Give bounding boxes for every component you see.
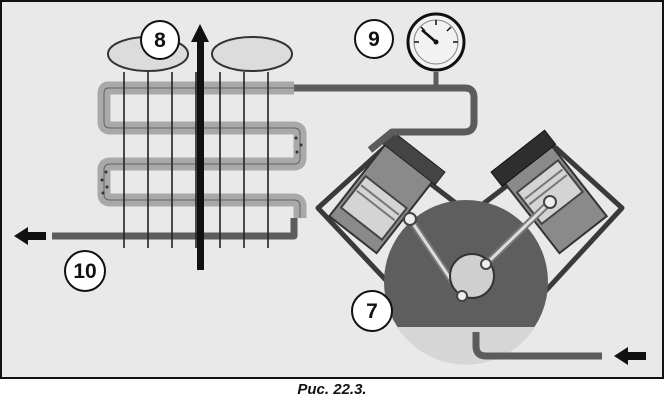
- outlet-arrow-icon: [14, 227, 46, 245]
- condenser: [97, 72, 307, 248]
- label-9: 9: [354, 19, 394, 59]
- svg-text:9: 9: [368, 28, 380, 51]
- svg-text:10: 10: [73, 260, 96, 283]
- svg-text:8: 8: [154, 29, 166, 52]
- label-10: 10: [64, 250, 106, 292]
- pressure-gauge-icon: [406, 12, 466, 72]
- suction-pipe: [472, 332, 602, 360]
- compressor: [315, 129, 625, 365]
- refrigeration-cycle-diagram: 8 9 10 7: [0, 0, 664, 379]
- right-cylinder-head: [490, 129, 557, 187]
- inlet-arrow-icon: [614, 347, 646, 365]
- svg-text:7: 7: [366, 300, 378, 323]
- label-7: 7: [351, 290, 393, 332]
- air-flow-arrow-icon: [191, 24, 209, 270]
- label-8: 8: [140, 20, 180, 60]
- figure-caption: Рис. 22.3.: [297, 381, 367, 398]
- condenser-fins: [123, 72, 269, 248]
- condensate-dots: [100, 136, 303, 195]
- discharge-pipe: [294, 84, 478, 153]
- liquid-outlet-pipe: [52, 218, 298, 240]
